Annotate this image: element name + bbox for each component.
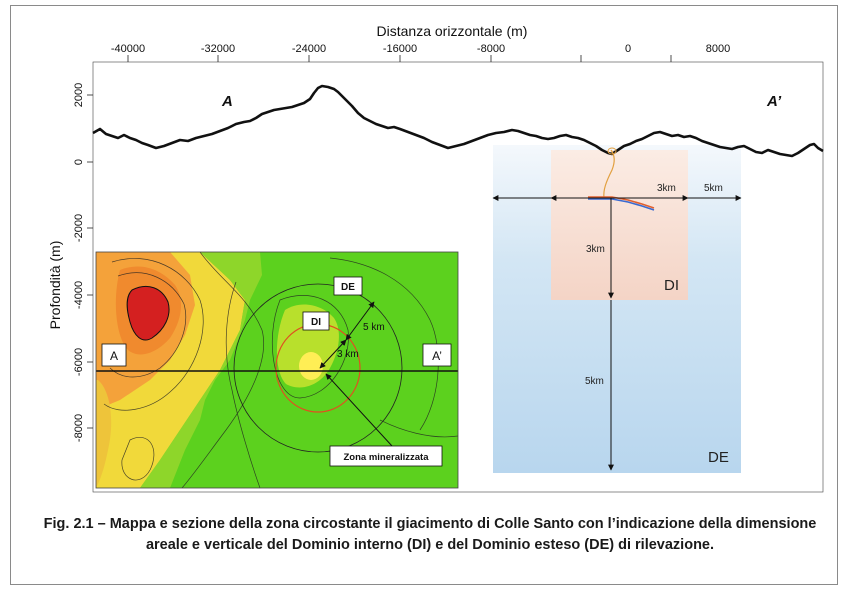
inset-a-prime-label: A’	[432, 349, 442, 363]
inset-dim-3km: 3 km	[337, 349, 359, 360]
inset-de-circle	[233, 283, 403, 453]
x-tick-label: -8000	[477, 43, 505, 55]
y-tick-label: -4000	[73, 281, 85, 309]
x-tick-label: -32000	[201, 43, 235, 55]
dim-5km-vertical: 5km	[585, 376, 604, 387]
de-label: DE	[708, 449, 729, 466]
x-tick-label: -16000	[383, 43, 417, 55]
y-axis-title: Profondità (m)	[47, 241, 63, 330]
x-tick-label: -24000	[292, 43, 326, 55]
topographic-profile	[92, 84, 824, 158]
inset-a-label: A	[110, 349, 118, 363]
di-domain-block	[551, 150, 688, 300]
inset-map-border	[95, 251, 459, 489]
reservoir-lens	[588, 196, 655, 209]
x-tick-label: 8000	[706, 43, 730, 55]
x-tick-label: -40000	[111, 43, 145, 55]
y-tick-label: -2000	[73, 214, 85, 242]
y-tick-label: -8000	[73, 414, 85, 442]
y-axis-ticks	[87, 94, 93, 429]
figure-caption: Fig. 2.1 – Mappa e sezione della zona ci…	[43, 516, 817, 553]
well-head-marker	[607, 147, 617, 155]
inset-zone-label: Zona mineralizzata	[344, 452, 430, 463]
di-label: DI	[664, 277, 679, 294]
reservoir-lens-blue	[588, 198, 655, 211]
inset-de-label: DE	[341, 282, 355, 293]
section-end-label: A’	[766, 93, 782, 110]
dim-5km-horizontal: 5km	[704, 183, 723, 194]
page-frame	[10, 5, 838, 585]
y-tick-label: 2000	[73, 83, 85, 107]
x-tick-label: 0	[625, 43, 631, 55]
figure: Distanza orizzontale (m) -40000 -32000 -…	[47, 23, 824, 493]
plot-area	[92, 61, 824, 493]
x-axis-ticks	[127, 55, 672, 62]
y-tick-label: -6000	[73, 348, 85, 376]
inset-di-label: DI	[311, 317, 321, 328]
section-start-label: A	[221, 93, 233, 110]
x-axis-title: Distanza orizzontale (m)	[377, 23, 528, 39]
inset-dim-5km: 5 km	[363, 322, 385, 333]
dim-3km-vertical: 3km	[586, 244, 605, 255]
y-tick-label: 0	[73, 159, 85, 165]
dim-3km-horizontal: 3km	[657, 183, 676, 194]
